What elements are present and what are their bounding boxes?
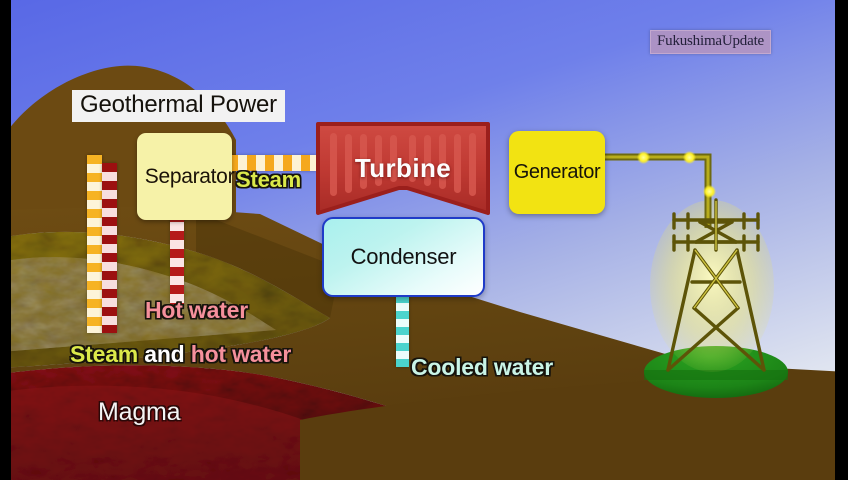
- watermark: FukushimaUpdate: [650, 30, 771, 54]
- cooled-water-pipe: [396, 295, 409, 367]
- transmission-tower-icon: [648, 198, 784, 383]
- steam-pipe-to-turbine: [229, 155, 317, 171]
- production-well-hot-water-pipe: [102, 163, 117, 333]
- magma-label: Magma: [98, 398, 181, 426]
- generator-label: Generator: [513, 161, 601, 183]
- power-pulse-3: [703, 185, 716, 198]
- condenser-label: Condenser: [350, 244, 457, 269]
- turbine-unit[interactable]: Turbine: [312, 120, 494, 217]
- steam-and-hot-water-label: Steam and hot water: [70, 341, 291, 368]
- cooled-water-label: Cooled water: [411, 354, 554, 380]
- turbine-label: Turbine: [354, 153, 452, 183]
- hot-water-label: Hot water: [145, 297, 248, 323]
- mix-hotwater-word: hot water: [190, 341, 292, 367]
- mix-and-word: and: [138, 341, 191, 367]
- power-line-icon: [596, 140, 726, 235]
- page-title: Geothermal Power: [72, 90, 285, 122]
- generator-unit[interactable]: Generator: [509, 131, 605, 214]
- condenser-unit[interactable]: Condenser: [322, 217, 485, 297]
- separator-unit[interactable]: Separator: [137, 133, 235, 220]
- production-well-steam-pipe: [87, 155, 102, 333]
- letterbox-right: [835, 0, 848, 480]
- steam-label: Steam: [236, 167, 302, 192]
- power-pulse-2: [683, 151, 696, 164]
- reinjection-hot-water-pipe: [170, 213, 184, 306]
- separator-label: Separator: [144, 164, 235, 188]
- power-pulse-1: [637, 151, 650, 164]
- mix-steam-word: Steam: [70, 341, 139, 367]
- letterbox-left: [0, 0, 11, 480]
